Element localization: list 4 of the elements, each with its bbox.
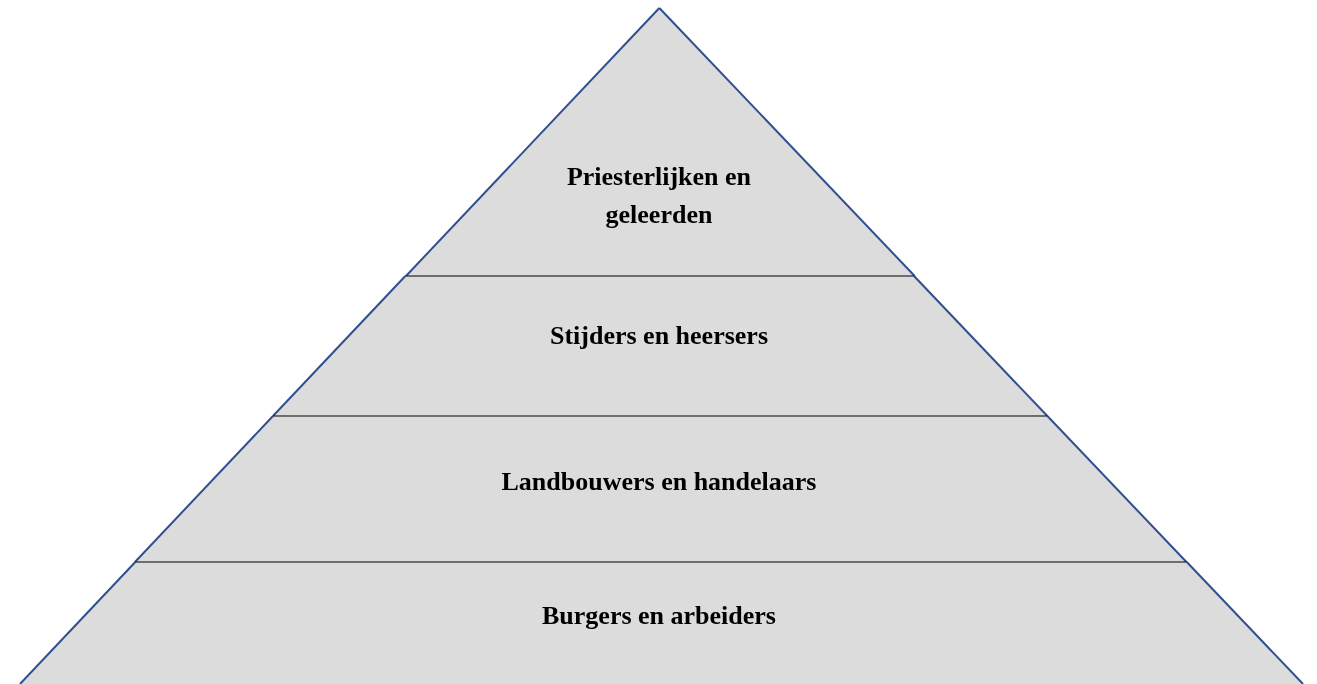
tier-label: Stijders en heersers [548, 320, 769, 352]
tier-label: Burgers en arbeiders [541, 600, 777, 632]
tier-label: Landbouwers en handelaars [500, 466, 818, 498]
tier-label: Priesterlijken en geleerden [565, 161, 753, 231]
